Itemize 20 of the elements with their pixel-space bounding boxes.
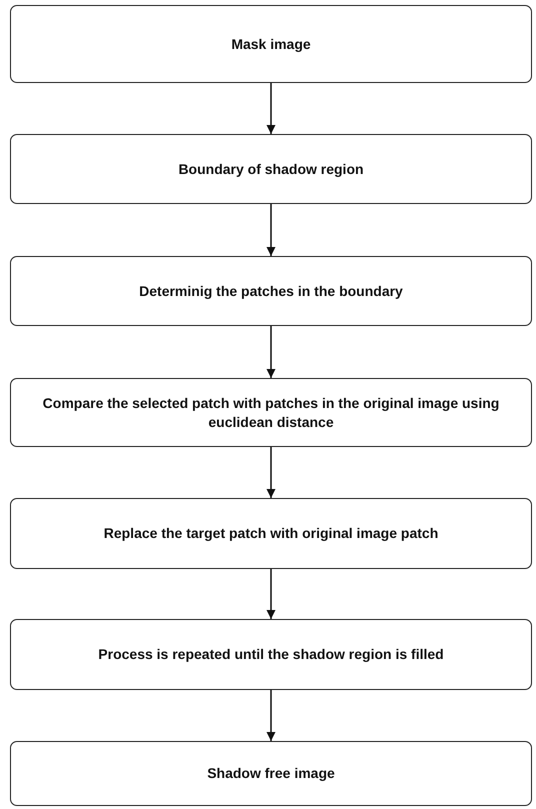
arrow — [266, 447, 276, 498]
step-text: Determinig the patches in the boundary — [139, 282, 403, 300]
arrow — [266, 326, 276, 378]
process-box — [10, 378, 532, 447]
arrow — [266, 83, 276, 134]
step-text: Process is repeated until the shadow region is filled — [98, 645, 444, 664]
process-box — [10, 5, 532, 83]
step-text: Mask image — [231, 34, 311, 54]
process-box — [10, 256, 532, 326]
arrow — [266, 204, 276, 256]
arrow — [266, 569, 276, 619]
step-text: Replace the target patch with original image patch — [104, 524, 438, 543]
step-text: Shadow free image — [207, 764, 335, 783]
process-box — [10, 134, 532, 204]
step-text: Compare the selected patch with patches in the original image using euclidean distance — [42, 394, 500, 432]
process-box — [10, 619, 532, 690]
step-text: Boundary of shadow region — [178, 160, 364, 178]
process-box — [10, 741, 532, 806]
arrow — [266, 690, 276, 741]
process-box — [10, 498, 532, 569]
